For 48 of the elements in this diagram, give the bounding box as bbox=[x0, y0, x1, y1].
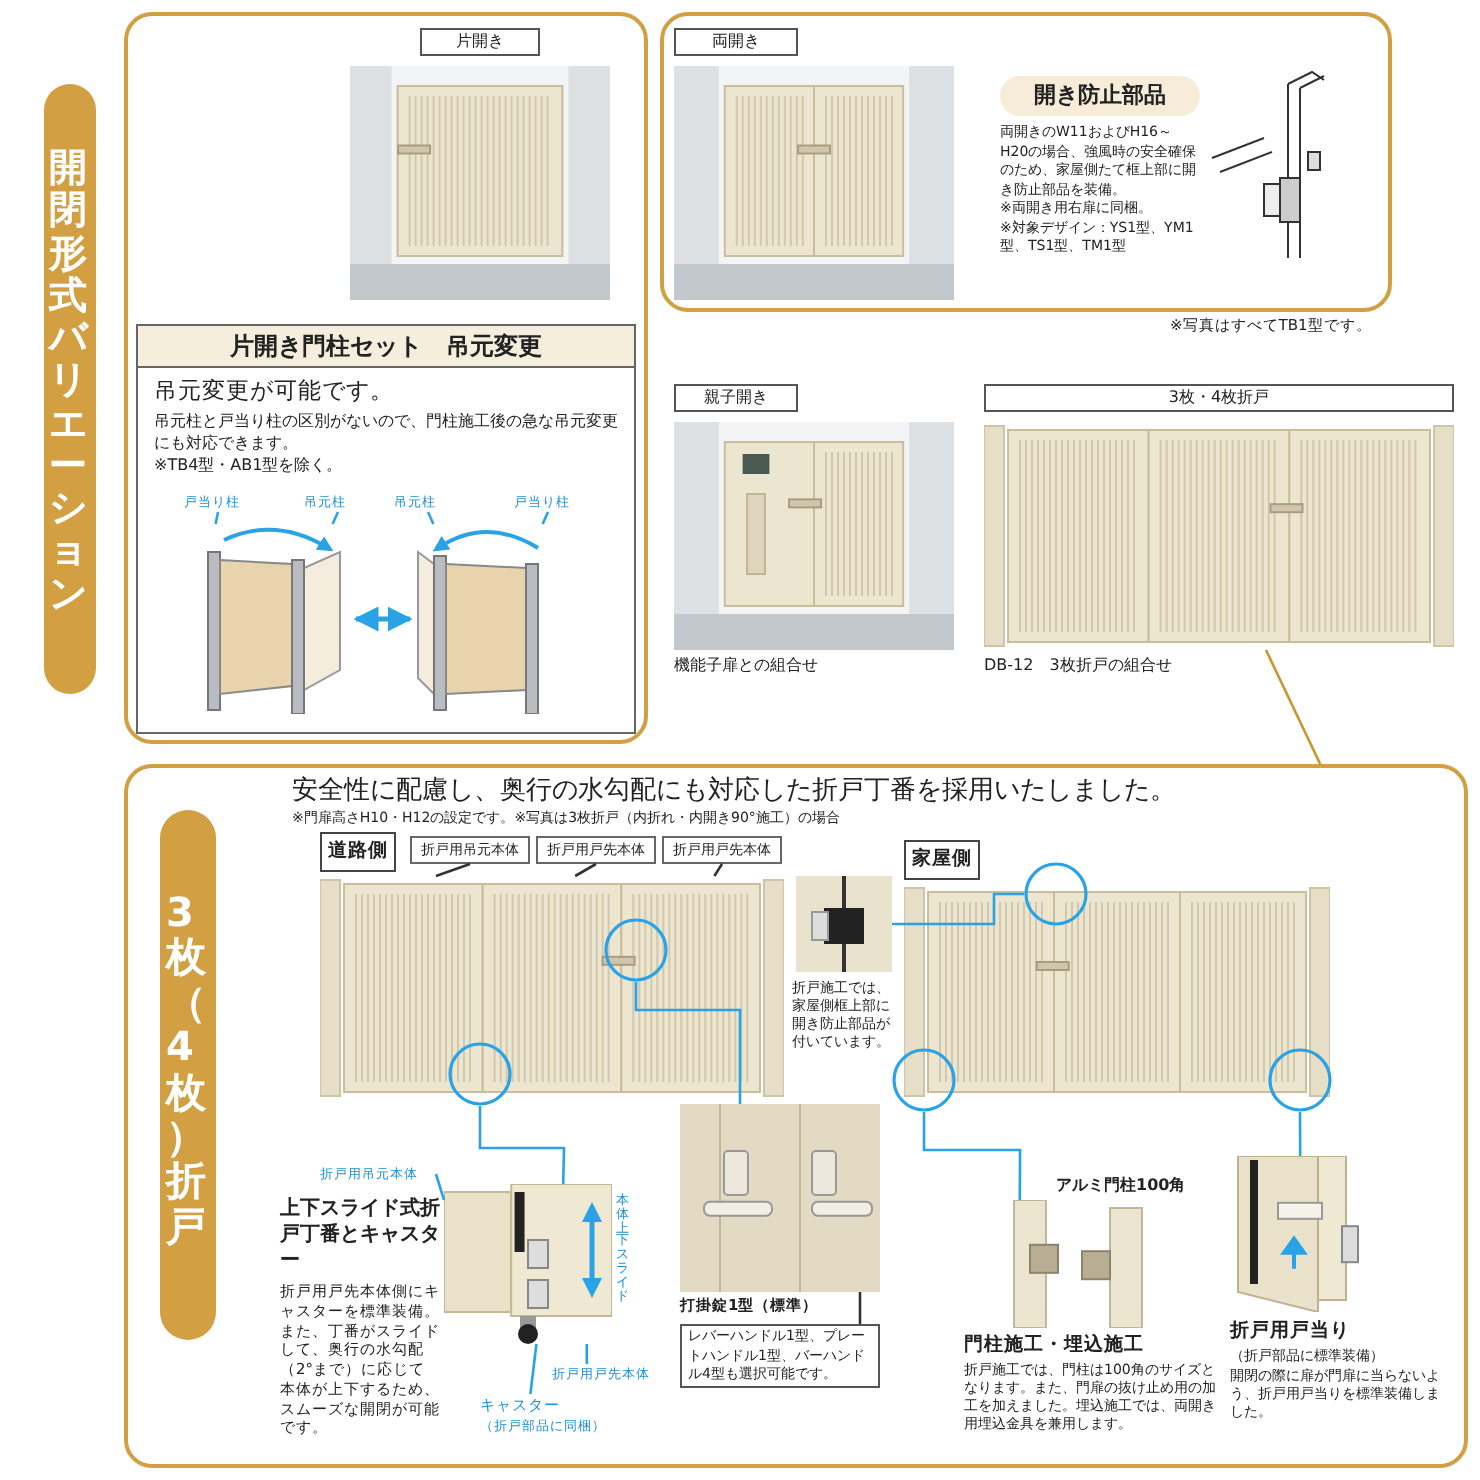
body-text: 吊元柱と戸当り柱の区別がないので、門柱施工後の急な吊元変更にも対応できます。 bbox=[152, 410, 620, 454]
callout-circle bbox=[604, 918, 668, 982]
callout-line bbox=[585, 1344, 589, 1364]
photo-heading: 家屋側 bbox=[904, 840, 980, 880]
feature-panel bbox=[124, 764, 1468, 1468]
photo-heading: 親子開き bbox=[674, 384, 798, 412]
leader-line bbox=[1264, 649, 1322, 765]
leader-line bbox=[574, 862, 597, 878]
feature-heading: 折戸用戸当り bbox=[1230, 1320, 1352, 1345]
callout-circle bbox=[448, 1042, 512, 1106]
section-tab: 3枚（4枚）折戸 bbox=[160, 810, 216, 1340]
node-label: 機能子扉との組合せ bbox=[674, 656, 820, 677]
callout-line bbox=[922, 1112, 1022, 1200]
callout-line bbox=[478, 1106, 566, 1185]
callout-line bbox=[426, 511, 435, 525]
callout-line bbox=[529, 1343, 538, 1395]
callout-line bbox=[634, 982, 742, 1104]
node-label: DB-12 3枚折戸の組合せ bbox=[984, 656, 1174, 677]
double-arrow bbox=[353, 606, 413, 632]
section-tab: 開閉形式バリエーション bbox=[44, 84, 96, 694]
photo-heading: 両開き bbox=[674, 28, 798, 56]
callout-circle bbox=[892, 1048, 956, 1112]
part-heading: 開き防止部品 bbox=[1000, 76, 1200, 116]
photo-heading: 道路側 bbox=[320, 832, 396, 872]
info-box bbox=[136, 324, 636, 734]
callout-line bbox=[892, 892, 1024, 926]
callout-line bbox=[541, 511, 550, 525]
feature-heading: アルミ門柱100角 bbox=[1056, 1176, 1188, 1197]
feature-heading: 上下スライド式折戸丁番とキャスター bbox=[280, 1196, 440, 1274]
box-heading: 片開き門柱セット 吊元変更 bbox=[138, 326, 634, 368]
feature-heading: 門柱施工・埋込施工 bbox=[964, 1334, 1146, 1359]
leader-line bbox=[858, 1292, 862, 1324]
handle-photo bbox=[680, 1104, 880, 1292]
callout-circle bbox=[1268, 1048, 1332, 1112]
callout-line bbox=[1298, 1112, 1302, 1156]
callout-line bbox=[434, 1173, 446, 1201]
photo-heading: 3枚・4枚折戸 bbox=[984, 384, 1454, 412]
callout-line bbox=[214, 511, 220, 525]
note-text: ※TB4型・AB1型を除く。 bbox=[152, 454, 345, 476]
callout-line bbox=[331, 511, 340, 525]
caster-photo bbox=[444, 1184, 612, 1344]
leader-line bbox=[713, 863, 724, 877]
lead-text: 吊元変更が可能です。 bbox=[152, 374, 396, 406]
hinge-photo bbox=[796, 876, 892, 972]
panel-heading: 安全性に配慮し、奥行の水勾配にも対応した折戸丁番を採用いたしました。 bbox=[292, 774, 1176, 808]
callout-circle bbox=[1024, 862, 1088, 926]
leader-line bbox=[435, 862, 471, 878]
photo-heading: 片開き bbox=[420, 28, 540, 56]
